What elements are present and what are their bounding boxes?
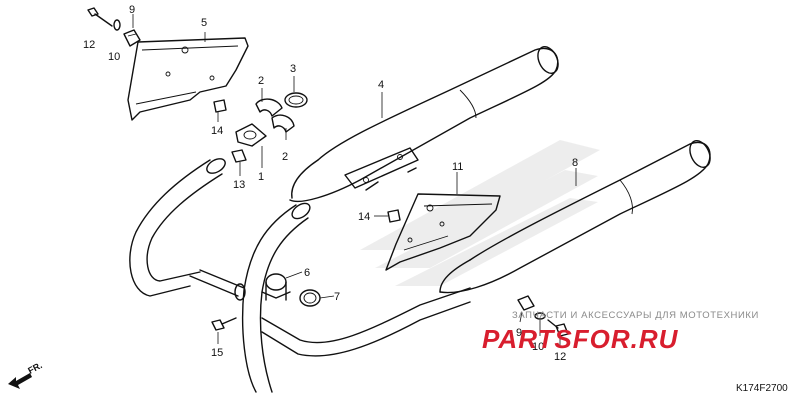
callout-12-lower: 12 [554,351,566,363]
gasket-2-lower [271,114,295,133]
callout-12-upper: 12 [83,39,95,51]
washer-10-lower [534,312,546,320]
bolt-15 [211,317,237,331]
callout-15: 15 [211,347,223,359]
heat-shield-part-5 [127,37,249,121]
leader-lines [132,14,577,348]
callout-6: 6 [304,267,310,279]
callout-2-lower: 2 [282,151,288,163]
bolt-12-upper [87,7,113,27]
muffler-upper [289,46,559,203]
callout-3: 3 [290,63,296,75]
callout-9-lower: 9 [516,327,522,339]
watermark-logo: PARTSFOR.RU [482,324,679,354]
callout-8: 8 [572,157,578,169]
arrow-icon [8,373,32,389]
nut-14-upper [213,99,227,113]
watermark: ЗАПЧАСТИ И АКСЕССУАРЫ ДЛЯ МОТОТЕХНИКИ PA… [482,310,759,354]
watermark-tagline: ЗАПЧАСТИ И АКСЕССУАРЫ ДЛЯ МОТОТЕХНИКИ [512,310,759,321]
callout-4: 4 [378,79,384,91]
washer-10-upper [113,19,121,31]
callout-2-upper: 2 [258,75,264,87]
heat-shield-part-11 [385,193,501,271]
muffler-lower [439,140,711,294]
callout-14-lower: 14 [358,211,370,223]
exhaust-pipe-left [129,158,246,301]
nut-9-lower [517,295,535,311]
bolt-12-lower [547,319,569,337]
callout-1: 1 [258,171,264,183]
callout-13: 13 [233,179,245,191]
callout-10-upper: 10 [108,51,120,63]
gasket-7 [299,289,321,307]
diagram-code: K174F2700 [736,383,788,394]
callout-9-upper: 9 [129,4,135,16]
callout-14-upper: 14 [211,125,223,137]
front-label: FR. [26,360,43,376]
callout-5: 5 [201,17,207,29]
callout-10-lower: 10 [532,341,544,353]
joint-1 [235,123,267,147]
bolt-upper-muffler [365,167,417,191]
nut-13 [231,149,247,163]
nut-14-lower [387,209,401,223]
ring-3 [284,92,308,108]
nut-9-upper [123,29,141,47]
gasket-2-upper [255,98,283,117]
callout-7: 7 [334,291,340,303]
front-direction-indicator: FR. [8,360,44,389]
callout-11: 11 [452,161,463,173]
band-6 [261,273,291,301]
callout-labels: 12 9 10 5 2 3 4 14 2 1 13 11 8 14 6 7 15… [83,4,578,363]
